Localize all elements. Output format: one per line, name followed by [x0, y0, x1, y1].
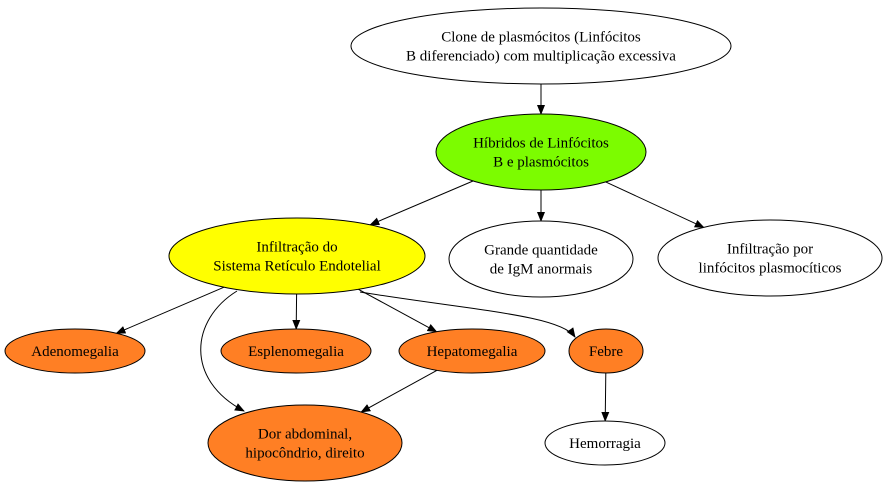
node-hibridos-label-line-2: B e plasmócitos	[493, 155, 589, 171]
node-hepatomegalia: Hepatomegalia	[398, 328, 546, 374]
node-hepatomegalia-label-line-1: Hepatomegalia	[427, 344, 518, 360]
nodes-layer: Clone de plasmócitos (Linfócitos B difere…	[4, 7, 883, 482]
node-clone-label-line-2: B diferenciado) com multiplicação excess…	[406, 49, 676, 65]
node-febre-shape	[568, 328, 644, 374]
node-clone-label-line-1: Clone de plasmócitos (Linfócitos	[441, 30, 641, 46]
node-dor-label-line-1: Dor abdominal,	[258, 427, 352, 443]
node-febre: Febre	[568, 328, 644, 374]
node-infiltracao-sre-shape	[168, 217, 426, 295]
node-infiltracao-linfocitos-shape	[657, 219, 883, 297]
node-igm-label-line-2: de IgM anormais	[490, 262, 593, 278]
node-dor-label-line-2: hipocôndrio, direito	[245, 446, 364, 462]
node-hibridos-label-line-1: Híbridos de Linfócitos	[473, 136, 609, 152]
edge-infiltracao-sre-to-adenomegalia	[115, 286, 225, 334]
node-dor: Dor abdominal, hipocôndrio, direito	[207, 404, 403, 482]
node-hepatomegalia-shape	[398, 328, 546, 374]
node-febre-label-line-1: Febre	[589, 344, 623, 360]
node-hibridos-shape	[435, 113, 647, 191]
node-hemorragia: Hemorragia	[544, 420, 666, 466]
node-esplenomegalia-label-line-1: Esplenomegalia	[248, 344, 344, 360]
node-hemorragia-shape	[544, 420, 666, 466]
node-infiltracao-linfocitos: Infiltração por linfócitos plasmocíticos	[657, 219, 883, 297]
node-dor-shape	[207, 404, 403, 482]
node-adenomegalia-shape	[4, 328, 146, 374]
edge-infiltracao-sre-to-febre	[359, 291, 576, 338]
edges-layer	[115, 84, 705, 422]
node-igm: Grande quantidade de IgM anormais	[448, 220, 634, 298]
edge-infiltracao-sre-to-dor	[200, 290, 245, 412]
node-infiltracao-linfocitos-label-line-2: linfócitos plasmocíticos	[699, 261, 842, 277]
edge-febre-to-hemorragia	[601, 372, 610, 422]
node-esplenomegalia: Esplenomegalia	[220, 328, 372, 374]
node-infiltracao-sre: Infiltração do Sistema Retículo Endotelia…	[168, 217, 426, 295]
node-clone-shape	[350, 7, 732, 85]
node-adenomegalia-label-line-1: Adenomegalia	[31, 344, 119, 360]
edge-infiltracao-sre-to-hepatomegalia	[358, 288, 438, 333]
node-adenomegalia: Adenomegalia	[4, 328, 146, 374]
edge-hepatomegalia-to-dor	[360, 369, 438, 413]
node-hibridos: Híbridos de Linfócitos B e plasmócitos	[435, 113, 647, 191]
edge-hibridos-to-infiltracao-sre	[369, 180, 474, 226]
node-igm-shape	[448, 220, 634, 298]
node-igm-label-line-1: Grande quantidade	[484, 243, 598, 259]
edge-hibridos-to-infiltracao-linfocitos	[605, 181, 705, 228]
node-hemorragia-label-line-1: Hemorragia	[569, 436, 641, 452]
node-infiltracao-sre-label-line-1: Infiltração do	[256, 240, 337, 256]
node-infiltracao-sre-label-line-2: Sistema Retículo Endotelial	[213, 259, 380, 275]
node-infiltracao-linfocitos-label-line-1: Infiltração por	[727, 242, 813, 258]
node-clone: Clone de plasmócitos (Linfócitos B difere…	[350, 7, 732, 85]
node-esplenomegalia-shape	[220, 328, 372, 374]
